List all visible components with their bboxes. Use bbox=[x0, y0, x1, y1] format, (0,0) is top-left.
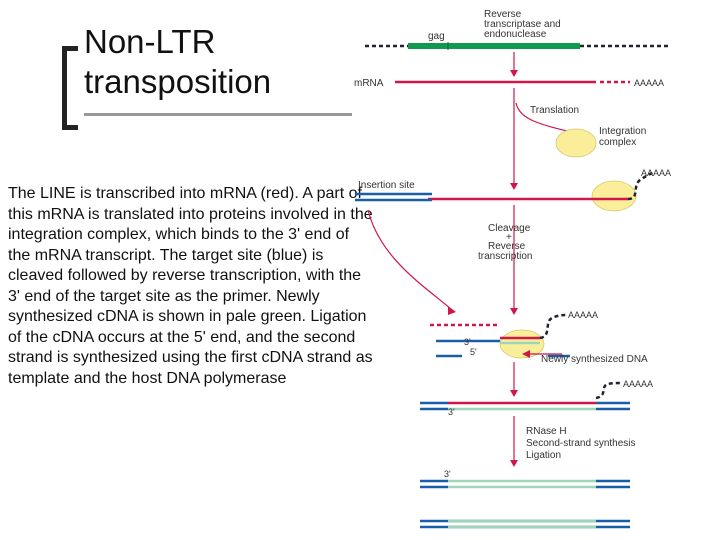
cleavage-label-2: + bbox=[506, 232, 512, 243]
title-underline bbox=[84, 113, 352, 116]
body-paragraph: The LINE is transcribed into mRNA (red).… bbox=[8, 185, 373, 387]
five-prime-1: 5' bbox=[470, 347, 477, 357]
polya-1: AAAAA bbox=[634, 78, 664, 88]
title-line-1: Non-LTR bbox=[84, 23, 216, 60]
rt-label-1: Reverse bbox=[484, 9, 522, 20]
integration-complex-2 bbox=[591, 180, 637, 212]
title-bracket bbox=[62, 46, 78, 130]
polya-2: AAAAA bbox=[641, 168, 671, 178]
translation-label: Translation bbox=[530, 105, 579, 116]
gag-label: gag bbox=[428, 31, 445, 42]
rnase-label-1: RNase H bbox=[526, 426, 567, 437]
mrna-label: mRNA bbox=[354, 78, 384, 89]
cleavage-label-3: Reverse bbox=[488, 241, 526, 252]
polya-3: AAAAA bbox=[568, 310, 598, 320]
page-title: Non-LTR transposition bbox=[84, 22, 271, 102]
cleavage-label-1: Cleavage bbox=[488, 223, 531, 234]
three-prime-2: 3' bbox=[448, 407, 455, 417]
integration-complex-1 bbox=[555, 128, 597, 158]
cleavage-label-4: transcription bbox=[478, 251, 532, 262]
integration-label-2: complex bbox=[599, 137, 636, 148]
integration-label-1: Integration bbox=[599, 126, 646, 137]
three-prime-3: 3' bbox=[444, 469, 451, 479]
rt-gene bbox=[448, 43, 580, 49]
gag-gene bbox=[408, 43, 448, 49]
rnase-label-3: Ligation bbox=[526, 450, 561, 461]
rnase-label-2: Second-strand synthesis bbox=[526, 438, 636, 449]
line-element bbox=[365, 42, 670, 50]
new-cdna-label: Newly synthesized DNA bbox=[541, 354, 648, 365]
insertion-label: Insertion site bbox=[358, 180, 415, 191]
title-line-2: transposition bbox=[84, 63, 272, 100]
rt-label-3: endonuclease bbox=[484, 29, 547, 40]
rt-label-2: transcriptase and bbox=[484, 19, 561, 30]
three-prime-1: 3' bbox=[464, 337, 471, 347]
polya-4: AAAAA bbox=[623, 379, 653, 389]
